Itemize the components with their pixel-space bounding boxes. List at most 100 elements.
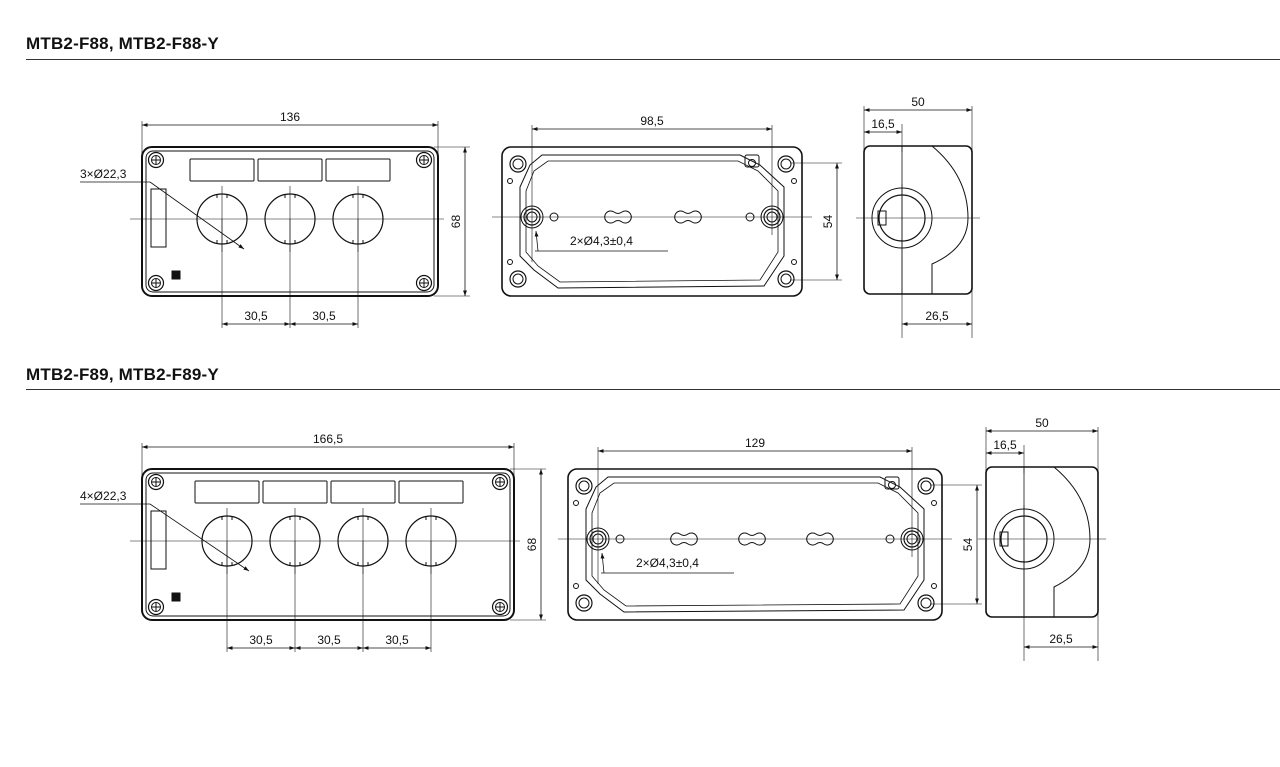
back-recess-inner — [591, 482, 919, 607]
side-dome — [902, 145, 969, 295]
mount-hole-label: 2×Ø4,3±0,4 — [636, 556, 699, 570]
drawing-group-f88: 3×Ø22,3 136 68 30,5 30,5 98,5 54 2×Ø4,3±0,4 50 16… — [80, 95, 980, 338]
back-height-dim-label: 54 — [961, 538, 975, 552]
corner-mount-hole — [575, 594, 593, 612]
front-height-dim-label: 68 — [525, 538, 539, 552]
mount-leader-arrow — [534, 230, 539, 252]
side-housing — [985, 466, 1099, 618]
side-slot — [150, 510, 167, 570]
pitch-dim-label: 30,5 — [244, 309, 268, 323]
front-height-dim-label: 68 — [449, 215, 463, 229]
knockout-slot — [738, 532, 766, 546]
corner-mount-hole-inner — [780, 273, 792, 285]
front-width-dim-label: 166,5 — [313, 432, 343, 446]
back-housing-outer — [567, 468, 943, 621]
screw-icon — [147, 151, 165, 169]
corner-mount-hole — [509, 270, 527, 288]
corner-mount-hole-inner — [578, 597, 590, 609]
marking-square — [171, 270, 181, 280]
screw-icon — [415, 274, 433, 292]
hole-count-label: 3×Ø22,3 — [80, 167, 127, 181]
screw-icon-inner — [495, 477, 505, 487]
pitch-dim-label: 30,5 — [249, 633, 273, 647]
front-housing-outer — [141, 468, 515, 621]
back-recess-outer — [585, 476, 925, 613]
corner-mount-hole — [917, 477, 935, 495]
knockout-slot — [670, 532, 698, 546]
mount-hole-label: 2×Ø4,3±0,4 — [570, 234, 633, 248]
corner-mount-hole — [777, 155, 795, 173]
corner-mount-hole-inner — [512, 273, 524, 285]
side-slot — [150, 188, 167, 248]
label-plate — [325, 158, 391, 182]
hole-count-label: 4×Ø22,3 — [80, 489, 127, 503]
pitch-dim-label: 30,5 — [385, 633, 409, 647]
corner-dot — [573, 583, 579, 589]
back-recess-outer — [519, 154, 785, 289]
corner-dot — [791, 259, 797, 265]
corner-dot — [507, 259, 513, 265]
screw-icon — [491, 473, 509, 491]
label-plate — [194, 480, 260, 504]
screw-icon — [415, 151, 433, 169]
corner-mount-hole-inner — [780, 158, 792, 170]
side-offset-dim-label: 16,5 — [993, 438, 1017, 452]
mount-leader-arrow — [600, 552, 605, 574]
hole-leader — [149, 503, 250, 572]
back-height-dim-label: 54 — [821, 215, 835, 229]
side-base-dim-label: 26,5 — [1049, 632, 1073, 646]
hole-leader — [149, 181, 245, 250]
back-width-dim-label: 98,5 — [640, 114, 664, 128]
corner-dot — [507, 178, 513, 184]
back-width-dim-label: 129 — [745, 436, 765, 450]
screw-icon-inner — [151, 477, 161, 487]
side-base-dim-label: 26,5 — [925, 309, 949, 323]
earth-terminal-icon — [748, 159, 756, 167]
screw-icon-inner — [151, 602, 161, 612]
screw-icon-inner — [419, 278, 429, 288]
pitch-dim-label: 30,5 — [312, 309, 336, 323]
corner-dot — [931, 583, 937, 589]
front-width-dim-label: 136 — [280, 110, 300, 124]
corner-dot — [791, 178, 797, 184]
screw-icon-inner — [419, 155, 429, 165]
side-depth-dim-label: 50 — [1035, 416, 1049, 430]
small-hole — [615, 534, 625, 544]
corner-mount-hole-inner — [578, 480, 590, 492]
corner-mount-hole — [509, 155, 527, 173]
back-housing-outer — [501, 146, 803, 297]
label-plate — [330, 480, 396, 504]
knockout-slot — [806, 532, 834, 546]
small-hole — [549, 212, 559, 222]
side-depth-dim-label: 50 — [911, 95, 925, 109]
corner-dot — [573, 500, 579, 506]
corner-mount-hole-inner — [920, 480, 932, 492]
screw-icon-inner — [151, 155, 161, 165]
label-plate — [257, 158, 323, 182]
screw-icon-inner — [151, 278, 161, 288]
marking-square — [171, 592, 181, 602]
back-recess-inner — [525, 160, 779, 283]
section-rule-f89 — [26, 389, 1280, 390]
knockout-slot — [674, 210, 702, 224]
section-rule-f88 — [26, 59, 1280, 60]
earth-terminal-icon — [888, 481, 896, 489]
side-offset-dim-label: 16,5 — [871, 117, 895, 131]
label-plate — [398, 480, 464, 504]
screw-icon — [147, 274, 165, 292]
corner-mount-hole — [917, 594, 935, 612]
screw-icon-inner — [495, 602, 505, 612]
side-dome — [1024, 466, 1091, 618]
section-title-f88: MTB2-F88, MTB2-F88-Y — [26, 34, 219, 53]
corner-dot — [931, 500, 937, 506]
small-hole — [745, 212, 755, 222]
screw-icon — [147, 473, 165, 491]
corner-mount-hole-inner — [920, 597, 932, 609]
knockout-slot — [604, 210, 632, 224]
front-housing-inner — [145, 472, 511, 617]
corner-mount-hole — [777, 270, 795, 288]
label-plate — [262, 480, 328, 504]
corner-mount-hole-inner — [512, 158, 524, 170]
